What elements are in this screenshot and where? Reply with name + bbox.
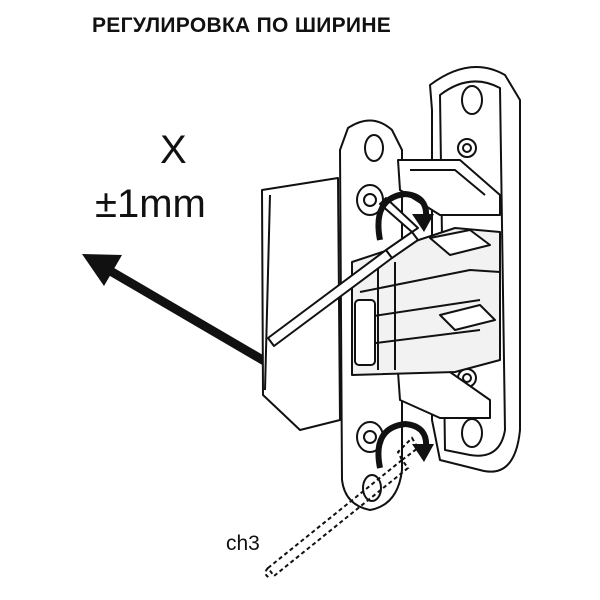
rotation-arrow-icon xyxy=(375,190,434,241)
hex-key-icon xyxy=(267,197,419,347)
hex-key-dashed-icon xyxy=(264,436,420,579)
rotation-arrow-icon-bottom xyxy=(375,420,434,469)
diagram-title: РЕГУЛИРОВКА ПО ШИРИНЕ xyxy=(92,14,392,37)
adjustment-range: ±1mm xyxy=(95,182,206,226)
axis-label: X xyxy=(160,128,187,172)
hex-key-bottom-label: ch3 xyxy=(226,532,260,555)
